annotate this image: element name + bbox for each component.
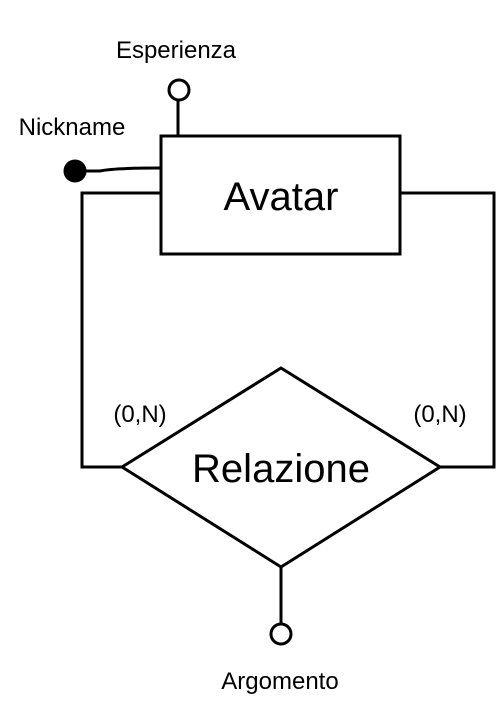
left-relationship-connector — [80, 191, 160, 469]
left-cardinality-label: (0,N) — [113, 401, 166, 428]
avatar-entity-box — [159, 134, 402, 256]
relazione-diamond — [119, 366, 443, 569]
argomento-attribute-marker — [269, 622, 293, 646]
esperienza-label: Esperienza — [116, 37, 237, 64]
nickname-key-marker — [63, 159, 87, 183]
esperienza-attribute-marker — [167, 78, 191, 102]
avatar-label: Avatar — [224, 175, 339, 219]
right-cardinality-label: (0,N) — [413, 401, 466, 428]
argomento-label: Argomento — [221, 668, 338, 695]
relazione-label: Relazione — [192, 447, 370, 491]
right-relationship-connector — [400, 191, 496, 469]
nickname-connector — [84, 166, 161, 173]
nickname-label: Nickname — [19, 114, 126, 141]
